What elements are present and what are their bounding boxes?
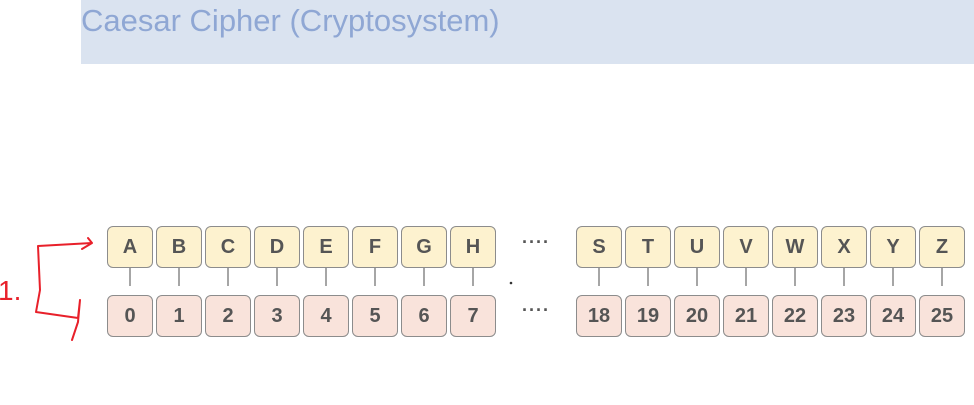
- mapping-arrow: [227, 268, 229, 286]
- mapping-arrow: [598, 268, 600, 286]
- letter-box-f: F: [352, 226, 398, 268]
- letter-box-h: H: [450, 226, 496, 268]
- letter-box-z: Z: [919, 226, 965, 268]
- slide-title: Caesar Cipher (Cryptosystem): [81, 3, 500, 38]
- number-box-25: 25: [919, 295, 965, 337]
- mapping-arrow: [794, 268, 796, 286]
- letter-box-x: X: [821, 226, 867, 268]
- title-bar: Caesar Cipher (Cryptosystem): [81, 0, 974, 64]
- number-box-21: 21: [723, 295, 769, 337]
- number-box-2: 2: [205, 295, 251, 337]
- number-box-19: 19: [625, 295, 671, 337]
- ellipsis-top: ····: [522, 232, 550, 252]
- number-box-6: 6: [401, 295, 447, 337]
- mapping-arrow: [696, 268, 698, 286]
- letter-box-u: U: [674, 226, 720, 268]
- letter-box-g: G: [401, 226, 447, 268]
- mapping-arrow: [745, 268, 747, 286]
- number-box-3: 3: [254, 295, 300, 337]
- letter-box-y: Y: [870, 226, 916, 268]
- letter-box-w: W: [772, 226, 818, 268]
- mapping-arrow: [941, 268, 943, 286]
- number-box-0: 0: [107, 295, 153, 337]
- ellipsis-bottom: ····: [522, 300, 550, 320]
- number-box-24: 24: [870, 295, 916, 337]
- number-box-23: 23: [821, 295, 867, 337]
- mapping-arrow: [129, 268, 131, 286]
- mapping-arrow: [892, 268, 894, 286]
- mapping-arrow: [374, 268, 376, 286]
- number-box-20: 20: [674, 295, 720, 337]
- cursor-dot: [509, 281, 513, 285]
- number-box-18: 18: [576, 295, 622, 337]
- mapping-arrow: [647, 268, 649, 286]
- mapping-arrow: [843, 268, 845, 286]
- letter-box-e: E: [303, 226, 349, 268]
- number-box-5: 5: [352, 295, 398, 337]
- number-box-1: 1: [156, 295, 202, 337]
- letter-box-d: D: [254, 226, 300, 268]
- letter-box-v: V: [723, 226, 769, 268]
- mapping-arrow: [423, 268, 425, 286]
- mapping-arrow: [325, 268, 327, 286]
- number-box-4: 4: [303, 295, 349, 337]
- letter-box-b: B: [156, 226, 202, 268]
- number-box-22: 22: [772, 295, 818, 337]
- mapping-arrow: [472, 268, 474, 286]
- bracket-arrow-ink: [35, 237, 93, 341]
- mapping-arrow: [276, 268, 278, 286]
- letter-box-t: T: [625, 226, 671, 268]
- number-box-7: 7: [450, 295, 496, 337]
- mapping-arrow: [178, 268, 180, 286]
- letter-box-c: C: [205, 226, 251, 268]
- letter-box-s: S: [576, 226, 622, 268]
- annotation-label: 1.: [0, 275, 21, 306]
- letter-box-a: A: [107, 226, 153, 268]
